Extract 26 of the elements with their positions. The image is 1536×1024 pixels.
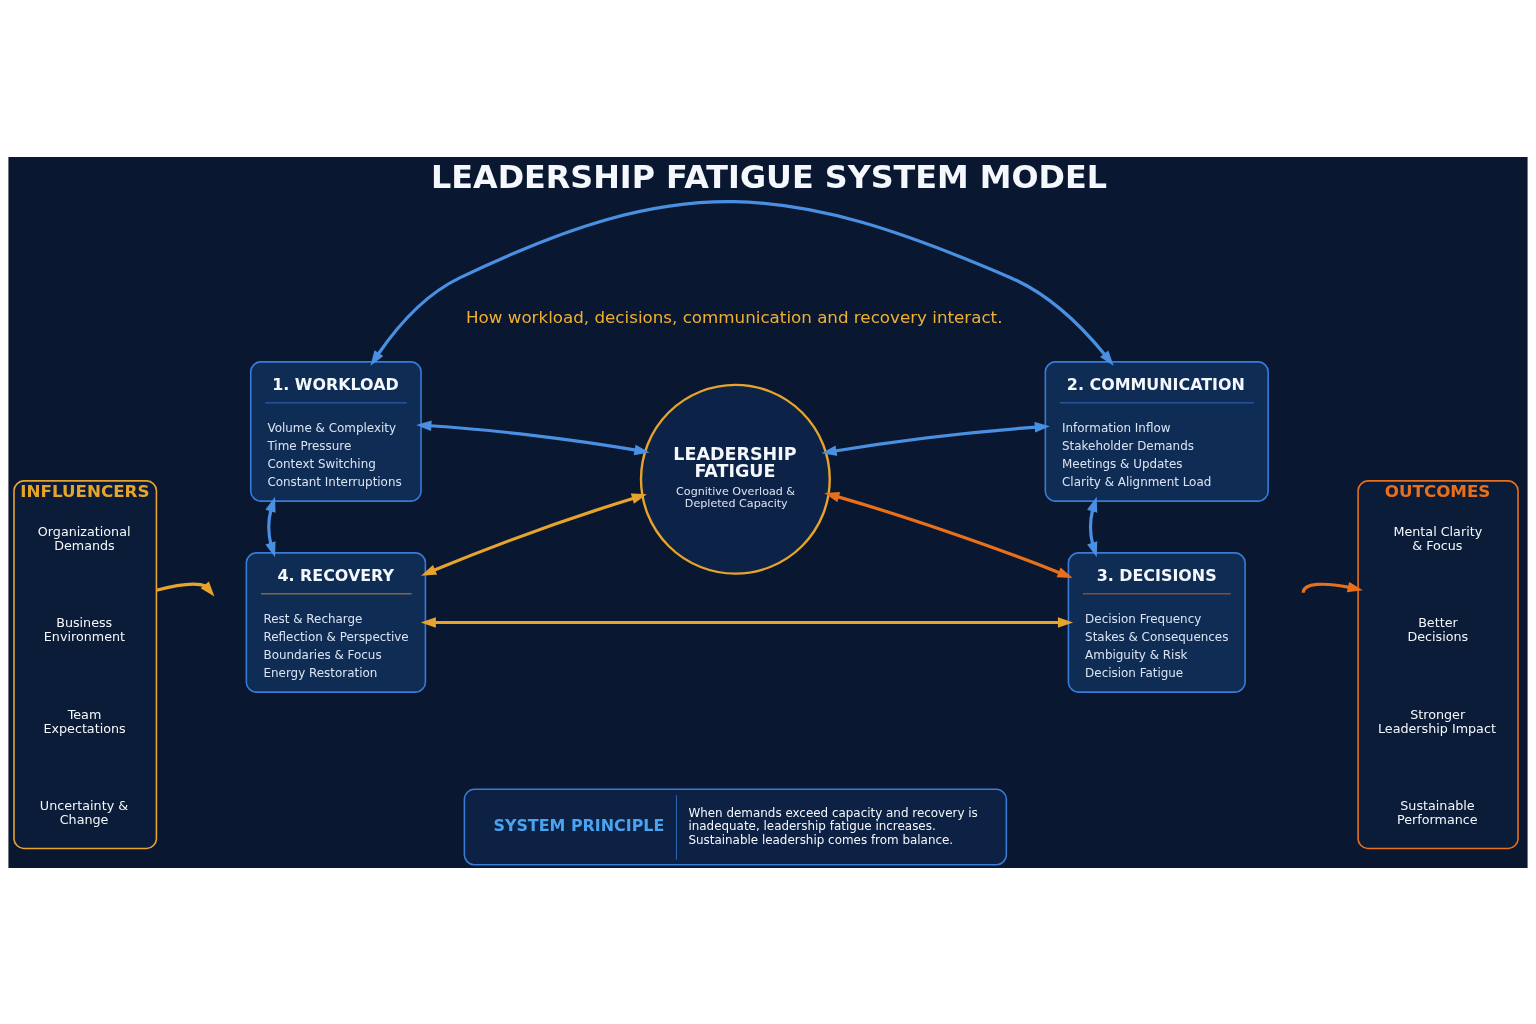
node-box: 3. DECISIONS Decision Frequency Stakes & Consequences Ambiguity & Risk Decision Fatigue: [1067, 551, 1246, 693]
arrow: [1301, 581, 1363, 593]
arrow: [421, 493, 647, 576]
node-text: Business Environment: [43, 614, 126, 644]
node-circle: LEADERSHIP FATIGUE Cognitive Overload & Depleted Capacity: [639, 383, 831, 575]
node-text: Team Expectations: [43, 706, 126, 736]
arrow: [265, 496, 276, 557]
arrow: [416, 420, 650, 455]
arrow: [824, 491, 1073, 578]
node-box: 2. COMMUNICATION Information Inflow Stakeholder Demands Meetings & Updates Clarity & Alignment Load: [1044, 360, 1269, 502]
diagram-title: LEADERSHIP FATIGUE SYSTEM MODEL: [430, 157, 1107, 196]
label: How workload, decisions, communication and recovery interact.: [466, 306, 1003, 327]
node-box: SYSTEM PRINCIPLE When demands exceed capacity and recovery is inadequate, leadership fatigue increases. Sustainable leadership comes from balance.: [463, 787, 1008, 866]
node-text: Stronger Leadership Impact: [1377, 706, 1496, 736]
node-text: Sustainable Performance: [1397, 797, 1478, 827]
node-text: Organizational Demands: [37, 523, 131, 553]
node-box: 1. WORKLOAD Volume & Complexity Time Pressure Context Switching Constant Interruptions: [249, 360, 422, 502]
node-text: Uncertainty & Change: [39, 797, 129, 827]
node-text: Better Decisions: [1407, 614, 1469, 644]
node-text: Mental Clarity & Focus: [1393, 523, 1483, 553]
arrow: [156, 580, 215, 597]
arrow: [420, 616, 1074, 628]
arrow: [821, 421, 1050, 456]
node-box: 4. RECOVERY Rest & Recharge Reflection & Perspective Boundaries & Focus Energy Restoration: [245, 551, 427, 693]
arrow: [1087, 496, 1098, 557]
arrow: [370, 199, 1114, 366]
